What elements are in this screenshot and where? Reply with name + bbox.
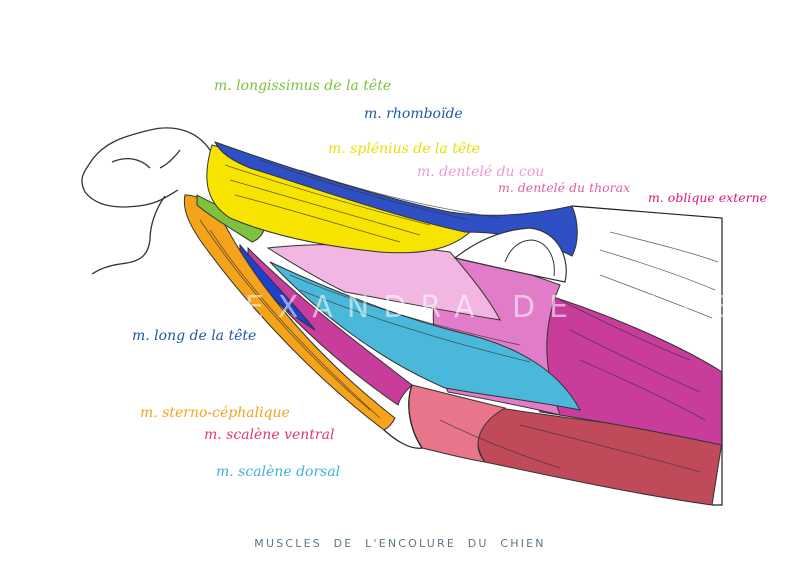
muscle-fibers — [199, 159, 719, 473]
label-sterno-cephalique: m. sterno-céphalique — [140, 405, 290, 421]
label-rhomboide: m. rhomboïde — [364, 106, 463, 122]
scapula-detail — [504, 239, 555, 277]
label-dentele-thorax: m. dentelé du thorax — [498, 180, 631, 195]
body-outline — [383, 205, 723, 506]
sterno-cephalique-shape — [183, 194, 396, 431]
label-longissimus: m. longissimus de la tête — [214, 78, 392, 94]
skull-outline — [81, 127, 211, 275]
label-scalene-ventral: m. scalène ventral — [204, 427, 335, 443]
diagram-caption: MUSCLES DE L'ENCOLURE DU CHIEN — [254, 537, 546, 550]
copyright-watermark: © ALEXANDRA DE NAZELLE — [112, 290, 800, 325]
label-oblique-externe: m. oblique externe — [648, 190, 768, 205]
label-long-tete: m. long de la tête — [132, 328, 257, 344]
label-scalene-dorsal: m. scalène dorsal — [216, 464, 341, 480]
label-splenius: m. splénius de la tête — [328, 141, 481, 157]
magenta-strip-shape — [247, 246, 413, 406]
rhomboide-shape — [213, 141, 578, 257]
label-dentele-cou: m. dentelé du cou — [417, 164, 545, 180]
